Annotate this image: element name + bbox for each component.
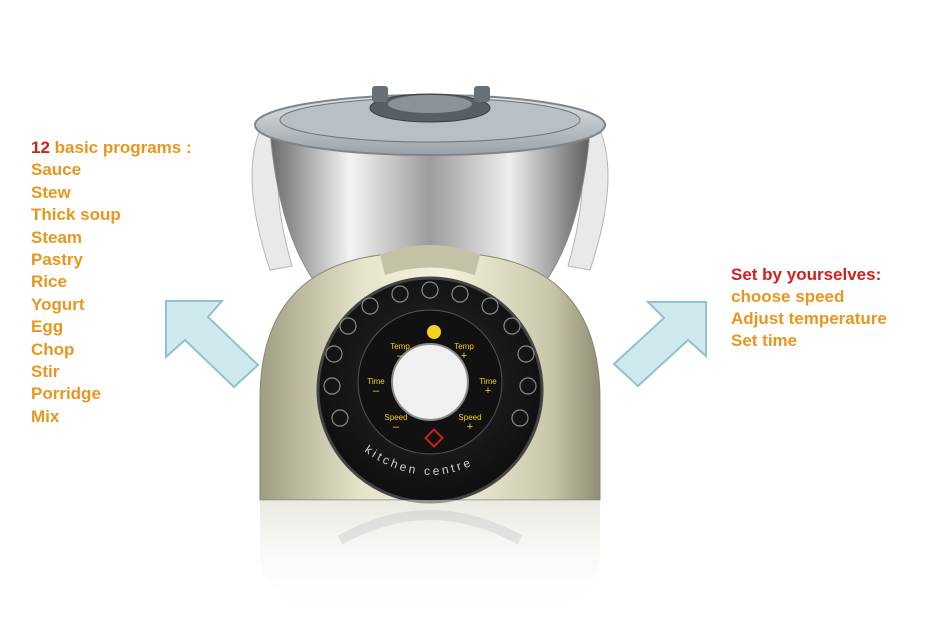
machine-reflection-image (260, 500, 600, 620)
program-item-thick-soup: Thick soup (31, 205, 121, 225)
program-item-stew: Stew (31, 182, 71, 202)
kitchen-machine-image: Temp – Temp + Time – Time + Speed – Spee… (251, 86, 609, 504)
program-heading-text: basic programs : (49, 138, 192, 157)
temp-up-label[interactable]: Temp (454, 342, 474, 351)
time-up-sign[interactable]: + (485, 385, 491, 397)
temp-up-sign[interactable]: + (461, 350, 467, 362)
speed-down-label[interactable]: Speed (384, 413, 407, 422)
settings-list: Set by yourselves: choose speed Adjust t… (731, 264, 887, 352)
time-down-label[interactable]: Time (367, 377, 385, 386)
program-item-stir: Stir (31, 362, 60, 382)
speed-up-label[interactable]: Speed (458, 413, 481, 422)
settings-heading: Set by yourselves: (731, 265, 882, 284)
program-item-porridge: Porridge (31, 384, 101, 404)
settings-item-speed: choose speed (731, 287, 845, 306)
speed-up-sign[interactable]: + (467, 421, 473, 433)
program-item-yogurt: Yogurt (31, 294, 85, 314)
program-list-heading: 12 basic programs : (31, 137, 192, 159)
speed-down-sign[interactable]: – (393, 421, 400, 433)
settings-item-time: Set time (731, 331, 798, 350)
time-down-sign[interactable]: – (373, 385, 380, 397)
start-stop-icon[interactable] (424, 428, 444, 448)
program-item-rice: Rice (31, 272, 67, 292)
time-up-label[interactable]: Time (479, 377, 497, 386)
program-item-pastry: Pastry (31, 250, 83, 270)
temp-down-sign[interactable]: – (397, 350, 404, 362)
temp-down-label[interactable]: Temp (390, 342, 410, 351)
settings-item-temperature: Adjust temperature (731, 309, 887, 328)
program-item-mix: Mix (31, 406, 60, 426)
arrow-up-right-icon (612, 301, 707, 388)
program-item-sauce: Sauce (31, 160, 82, 180)
program-item-steam: Steam (31, 227, 83, 247)
arrow-up-left-icon (165, 300, 260, 389)
program-item-egg: Egg (31, 317, 64, 337)
program-count: 12 (31, 138, 50, 157)
program-item-chop: Chop (31, 339, 75, 359)
logo-button-icon[interactable] (427, 325, 441, 339)
program-list: 12 basic programs : Sauce Stew Thick sou… (31, 137, 192, 428)
